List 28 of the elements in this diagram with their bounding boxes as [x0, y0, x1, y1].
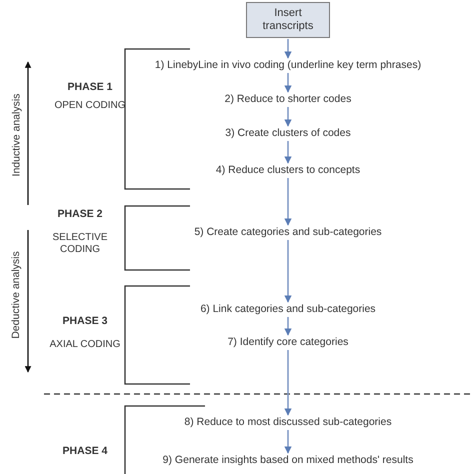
arrow	[284, 107, 292, 127]
axis-label: Inductive analysis	[10, 94, 22, 176]
phase-subtitle: OPEN CODING	[53, 100, 127, 112]
step-text: 9) Generate insights based on mixed methods' results	[162, 454, 414, 467]
step-text: 7) Identify core categories	[228, 336, 348, 349]
step-text: 1) LinebyLine in vivo coding (underline key term phrases)	[154, 59, 422, 72]
arrow	[284, 317, 292, 336]
phase-subtitle: SELECTIVE CODING	[51, 232, 109, 256]
arrow	[284, 178, 292, 226]
step-text: 5) Create categories and sub-categories	[194, 226, 382, 239]
arrow	[284, 240, 292, 303]
step-text: 8) Reduce to most discussed sub-categories	[184, 416, 392, 429]
phase-title: PHASE 2	[56, 208, 104, 221]
step-text: 4) Reduce clusters to concepts	[216, 164, 360, 177]
arrow	[284, 141, 292, 164]
phase-title: PHASE 1	[66, 81, 114, 94]
step-text: 6) Link categories and sub-categories	[200, 303, 376, 316]
axis-label: Deductive analysis	[10, 251, 22, 339]
step-text: 3) Create clusters of codes	[225, 127, 351, 140]
arrow	[284, 430, 292, 454]
arrow	[284, 39, 292, 59]
phase-title: PHASE 3	[62, 315, 108, 328]
step-text: 2) Reduce to shorter codes	[224, 93, 352, 106]
arrow	[284, 350, 292, 416]
process-box: Insert transcripts	[246, 2, 330, 38]
arrow	[284, 73, 292, 93]
phase-title: PHASE 4	[62, 445, 108, 458]
phase-subtitle: AXIAL CODING	[48, 339, 122, 351]
